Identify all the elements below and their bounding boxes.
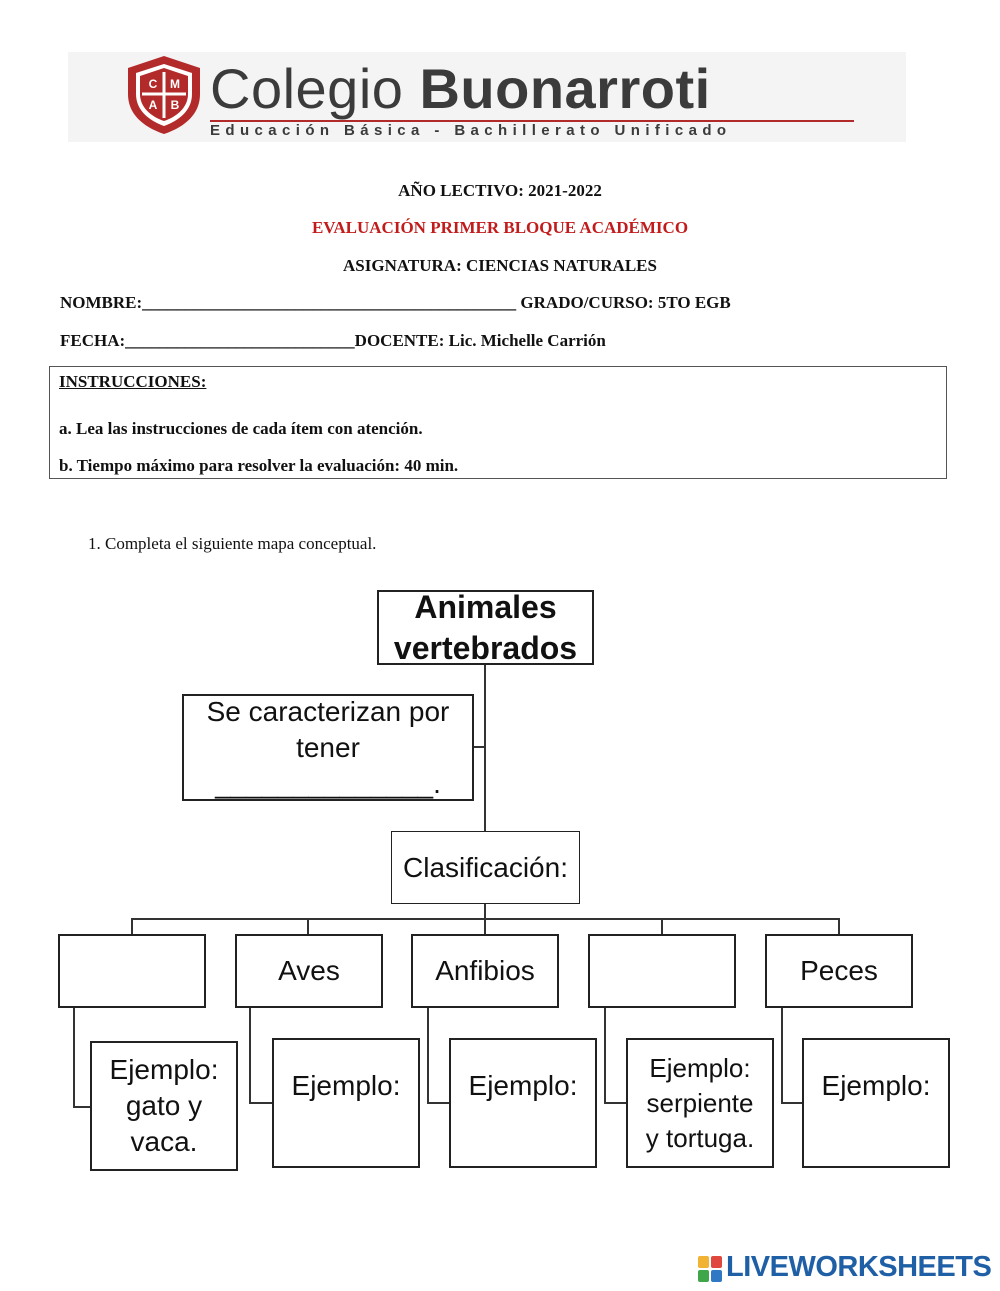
school-year: AÑO LECTIVO: 2021-2022 (398, 181, 602, 200)
date-teacher-line: FECHA:___________________________DOCENTE… (60, 331, 606, 350)
school-name-bold: Buonarroti (419, 57, 711, 120)
example-line: serpiente (646, 1087, 754, 1118)
example-line: y tortuga. (645, 1122, 755, 1153)
example-node[interactable]: Ejemplo: (802, 1038, 950, 1168)
category-connector (661, 918, 663, 936)
category-node-aves: Aves (235, 934, 383, 1008)
svg-text:A: A (149, 98, 158, 112)
example-connector (781, 1007, 783, 1104)
root-line: vertebrados (393, 629, 578, 666)
svg-text:M: M (170, 77, 180, 91)
example-line: gato y (125, 1090, 203, 1121)
school-name: Colegio Buonarroti (210, 56, 711, 121)
classification-connector (484, 903, 486, 919)
feature-line: Se caracterizan por (206, 695, 450, 727)
instruction-item: b. Tiempo máximo para resolver la evalua… (59, 456, 459, 475)
feature-node: Se caracterizan por tener ______________… (182, 694, 474, 801)
category-connector (484, 918, 486, 936)
liveworksheets-icon (698, 1256, 722, 1282)
example-connector (73, 1007, 75, 1108)
question-1: 1. Completa el siguiente mapa conceptual… (88, 534, 377, 553)
example-line: Ejemplo: (468, 1070, 578, 1101)
school-name-light: Colegio (210, 57, 420, 120)
category-connector (307, 918, 309, 936)
example-connector (604, 1102, 627, 1104)
example-node[interactable]: Ejemplo: (449, 1038, 597, 1168)
example-line: vaca. (130, 1126, 198, 1157)
example-connector (249, 1007, 251, 1104)
svg-text:B: B (171, 98, 180, 112)
classification-label: Clasificación: (403, 851, 568, 883)
classification-node: Clasificación: (391, 831, 580, 904)
category-node-anfibios: Anfibios (411, 934, 559, 1008)
category-label: Aves (278, 955, 340, 986)
example-connector (781, 1102, 804, 1104)
category-node-peces: Peces (765, 934, 913, 1008)
instructions-title: INSTRUCCIONES: (59, 372, 207, 391)
subject-title: ASIGNATURA: CIENCIAS NATURALES (343, 256, 657, 275)
category-node-blank[interactable] (588, 934, 736, 1008)
example-connector (427, 1007, 429, 1104)
logo-divider (210, 120, 854, 122)
evaluation-title: EVALUACIÓN PRIMER BLOQUE ACADÉMICO (311, 218, 689, 237)
instructions-box: INSTRUCCIONES: a. Lea las instrucciones … (49, 366, 947, 479)
root-line: Animales (414, 588, 557, 625)
root-connector (484, 664, 486, 832)
school-logo: C M A B Colegio Buonarroti Educación Bás… (68, 52, 906, 142)
category-label: Peces (800, 955, 878, 986)
category-connector (838, 918, 840, 936)
example-line: Ejemplo: (821, 1070, 931, 1101)
example-line: Ejemplo: (109, 1054, 219, 1085)
category-label: Anfibios (435, 955, 535, 986)
example-node[interactable]: Ejemplo: gato y vaca. (90, 1041, 238, 1171)
example-line: Ejemplo: (291, 1070, 401, 1101)
example-line: Ejemplo: (649, 1052, 751, 1083)
example-connector (249, 1102, 273, 1104)
school-shield-icon: C M A B (128, 56, 200, 134)
example-node[interactable]: Ejemplo: (272, 1038, 420, 1168)
category-connector (131, 918, 133, 936)
example-connector (427, 1102, 450, 1104)
feature-connector (472, 746, 486, 748)
root-node: Animales vertebrados (377, 588, 594, 666)
category-node-blank[interactable] (58, 934, 206, 1008)
example-connector (604, 1007, 606, 1104)
instruction-item: a. Lea las instrucciones de cada ítem co… (59, 419, 423, 438)
liveworksheets-wordmark: LIVEWORKSHEETS (726, 1251, 992, 1283)
example-node[interactable]: Ejemplo: serpiente y tortuga. (626, 1038, 774, 1168)
example-connector (73, 1106, 92, 1108)
name-grade-line: NOMBRE:_________________________________… (60, 293, 731, 312)
svg-text:C: C (149, 77, 158, 91)
feature-blank[interactable]: ______________. (215, 767, 441, 799)
school-subtitle: Educación Básica - Bachillerato Unificad… (210, 122, 732, 139)
feature-line: tener (296, 731, 360, 763)
